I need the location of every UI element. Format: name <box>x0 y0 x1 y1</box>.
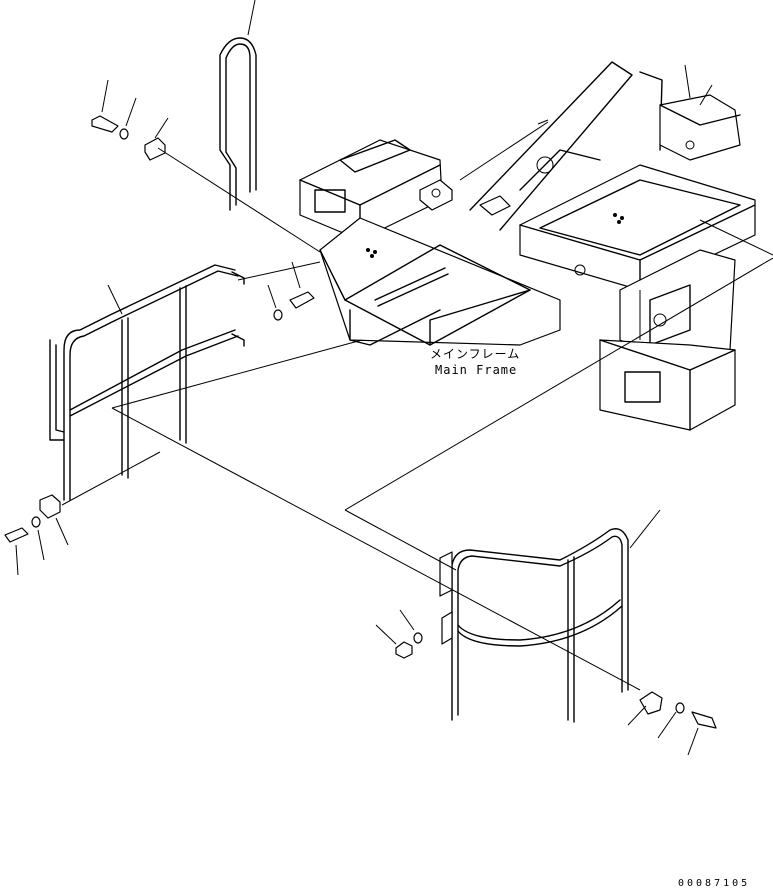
main-frame-label-en: Main Frame <box>435 363 518 377</box>
right-handrail <box>439 528 629 723</box>
main-frame <box>299 61 756 431</box>
main-frame-label-jp: メインフレーム <box>430 347 521 361</box>
vertical-handrail <box>219 37 257 211</box>
installation-lines <box>61 147 773 691</box>
drawing-number: 00087105 <box>678 878 751 889</box>
left-handrail <box>49 264 245 501</box>
fasteners <box>4 115 717 729</box>
leader-lines <box>15 0 713 756</box>
